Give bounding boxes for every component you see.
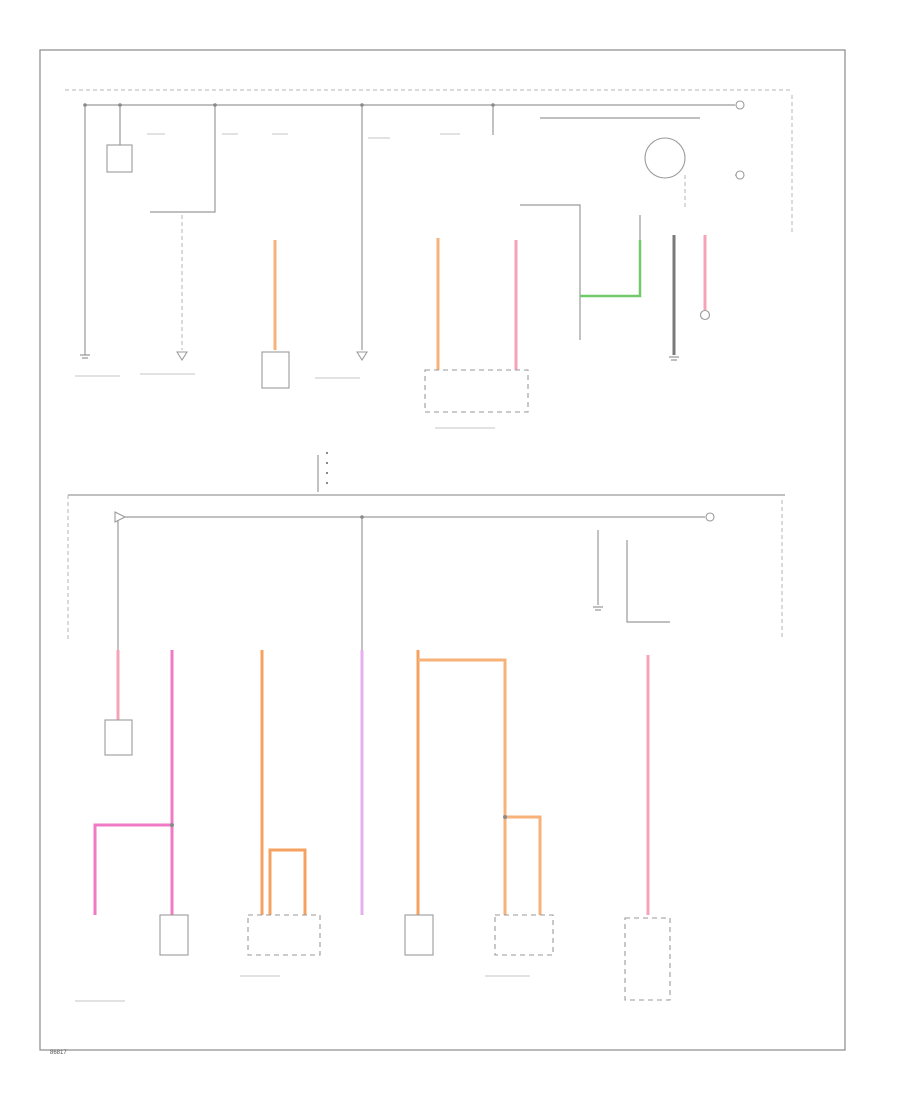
module-2 (104, 719, 133, 756)
ground-symbol-2 (669, 356, 679, 361)
module-3 (159, 914, 189, 956)
bus-connector (735, 100, 745, 110)
top-section (65, 89, 793, 413)
wire-magenta-2 (93, 823, 172, 915)
sensor-terminal (699, 309, 711, 321)
wire-relay-output (150, 105, 216, 213)
diagram-frame (39, 49, 846, 1051)
ground-symbol-3 (593, 606, 603, 611)
ground-symbol (80, 354, 90, 359)
module-6 (494, 914, 554, 956)
wire-right-a (520, 204, 581, 340)
module-1 (261, 351, 290, 389)
image-id: 86817 (50, 1050, 67, 1056)
module-4 (247, 914, 321, 956)
label-marks (75, 133, 530, 1002)
arrow-connector (176, 351, 188, 362)
wire-orange-7 (505, 815, 542, 915)
module-7 (624, 917, 671, 1001)
arrow-connector-2 (356, 351, 368, 362)
legend (317, 452, 328, 492)
bus-connector-3 (705, 512, 715, 522)
module-5 (404, 914, 434, 956)
relay-component (106, 144, 133, 173)
sensor-component (644, 137, 686, 179)
wire-orange-4 (268, 848, 307, 915)
wire-green (580, 240, 642, 298)
wire-orange-6 (418, 658, 507, 915)
bus-arrow (114, 511, 127, 523)
bus-connector-2 (735, 170, 745, 180)
bottom-section (67, 494, 785, 1001)
control-module (424, 369, 529, 413)
